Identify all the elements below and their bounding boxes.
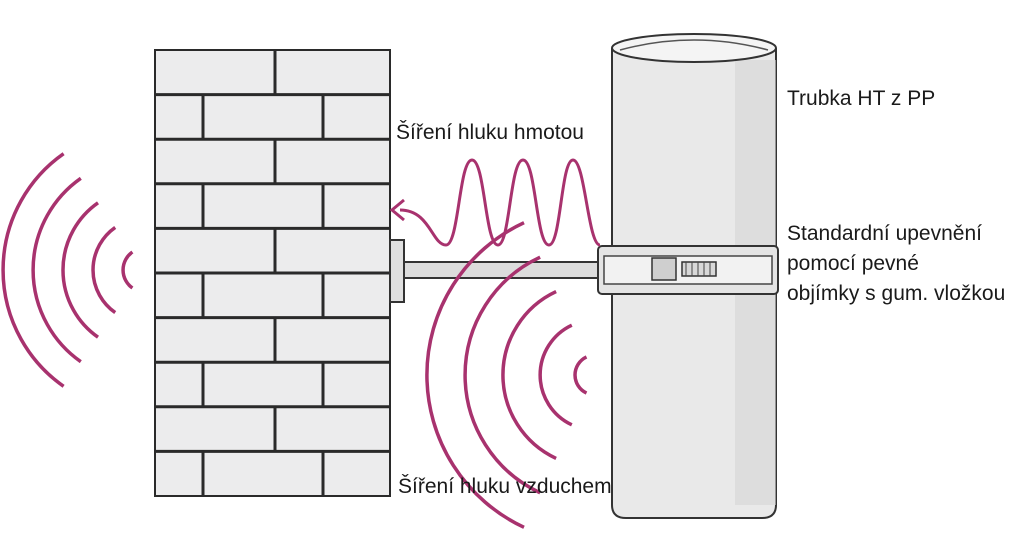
sound-wave-arc [573, 355, 588, 395]
structure-borne-label: Šíření hluku hmotou [396, 121, 584, 144]
pipe-label: Trubka HT z PP [787, 87, 936, 110]
brick-wall [154, 49, 391, 497]
clamp-label-line-3: objímky s gum. vložkou [787, 282, 1006, 305]
sound-wave-arc [61, 201, 100, 339]
sound-wave-arc [463, 255, 541, 495]
clamp-label: Standardní upevnění pomocí pevné objímky… [787, 219, 1005, 309]
sound-wave-arc [425, 221, 525, 529]
sound-wave-arc [121, 250, 134, 290]
sound-wave-arc [501, 290, 557, 460]
sound-wave-arc [31, 176, 82, 364]
clamp-label-line-1: Standardní upevnění [787, 222, 982, 245]
sound-wave-arcs-left [1, 152, 134, 388]
structure-borne-wave [399, 158, 601, 247]
pipe-top-opening [611, 33, 777, 63]
sound-wave-arc [1, 152, 65, 388]
arrow-left-icon [389, 198, 405, 222]
clamp-screw-thread [685, 262, 711, 276]
clamp-bolt-housing [651, 257, 677, 281]
threaded-rod [403, 261, 607, 279]
airborne-label: Šíření hluku vzduchem [398, 475, 612, 498]
sound-wave-arcs-bottom [425, 221, 588, 529]
pipe-top-inner [619, 39, 769, 51]
sound-wave-arc [91, 225, 117, 315]
clamp-screw [681, 261, 717, 277]
sound-wave-arc [538, 323, 573, 427]
wall-plate [389, 239, 405, 303]
pipe-clamp [597, 245, 779, 295]
clamp-label-line-2: pomocí pevné [787, 252, 919, 275]
mounting-rod [389, 239, 607, 303]
